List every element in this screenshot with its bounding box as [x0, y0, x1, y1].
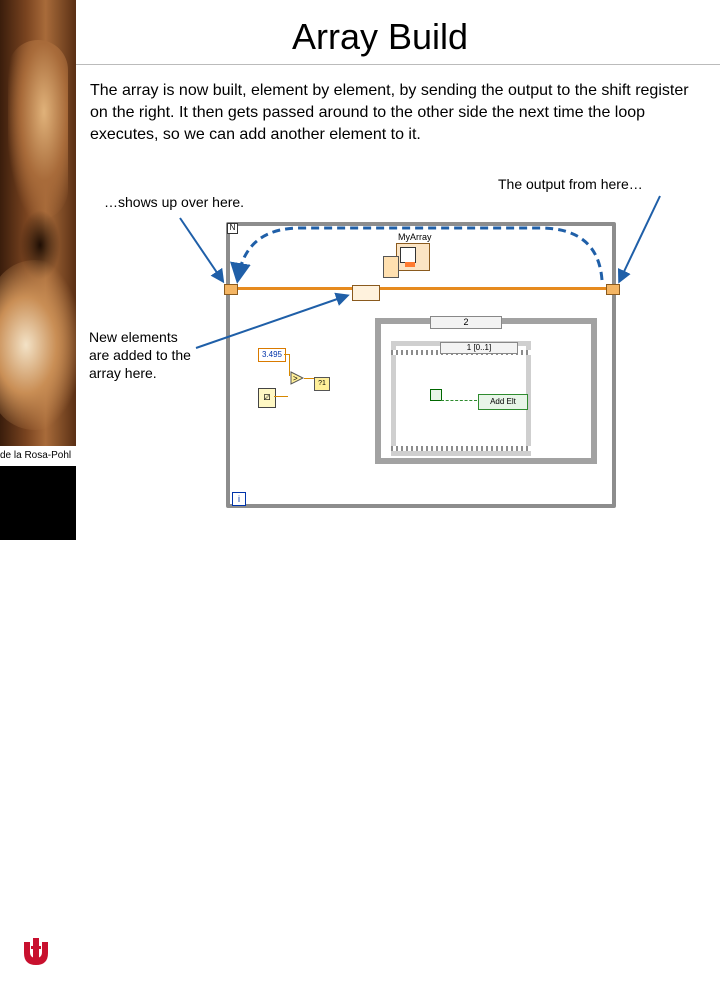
annotation-arrows	[179, 195, 661, 349]
compare-greater-icon[interactable]: >	[290, 371, 304, 385]
cougar-muzzle	[0, 260, 76, 430]
empty-array-constant[interactable]	[352, 285, 380, 301]
cougar-fur-highlight	[8, 40, 68, 220]
indicator-label: MyArray	[398, 232, 432, 242]
sequence-film-bottom	[391, 446, 531, 451]
loop-count-terminal[interactable]: N	[227, 223, 238, 234]
boolean-wire	[441, 400, 477, 401]
myarray-indicator[interactable]	[396, 243, 430, 271]
annotation-shows-up: …shows up over here.	[104, 194, 245, 210]
random-number-icon[interactable]: ⚂	[258, 388, 276, 408]
arrow-to-left-shift-register	[179, 217, 225, 284]
annotation-output: The output from here…	[498, 176, 643, 192]
add-element-control[interactable]: Add Elt	[478, 394, 528, 410]
annotation-new-elements: New elements are added to the array here…	[89, 329, 191, 381]
shift-register-right[interactable]	[606, 284, 620, 295]
university-tagline: Learning. Leading.	[13, 982, 63, 988]
slide-title: Array Build	[291, 16, 469, 57]
numeric-wire	[274, 396, 288, 397]
svg-text:>: >	[293, 374, 298, 383]
shift-register-left[interactable]	[224, 284, 238, 295]
iteration-terminal[interactable]: i	[232, 492, 246, 506]
array-type-badge	[405, 262, 415, 267]
uh-logo-icon	[24, 938, 48, 965]
bool-to-number-node[interactable]: ?1	[314, 377, 330, 391]
case-selector[interactable]: 2	[430, 316, 502, 329]
arrow-to-right-shift-register	[617, 195, 661, 284]
title-divider	[76, 64, 720, 65]
arrow-around-loop	[230, 226, 604, 284]
author-credit: de la Rosa-Pohl	[0, 446, 76, 466]
array-wire[interactable]	[236, 287, 606, 290]
numeric-wire	[289, 354, 290, 376]
university-name: UNIVERSITY OF HOUSTON	[3, 971, 73, 977]
boolean-constant[interactable]	[430, 389, 442, 401]
numeric-wire	[304, 378, 314, 379]
arrow-to-build-array	[195, 292, 350, 349]
numeric-wire	[284, 354, 290, 355]
numeric-constant[interactable]: 3.495	[258, 348, 286, 362]
slide-description: The array is now built, element by eleme…	[90, 82, 689, 143]
build-array-node[interactable]	[383, 256, 399, 278]
sequence-selector[interactable]: 1 [0..1]	[440, 342, 518, 354]
